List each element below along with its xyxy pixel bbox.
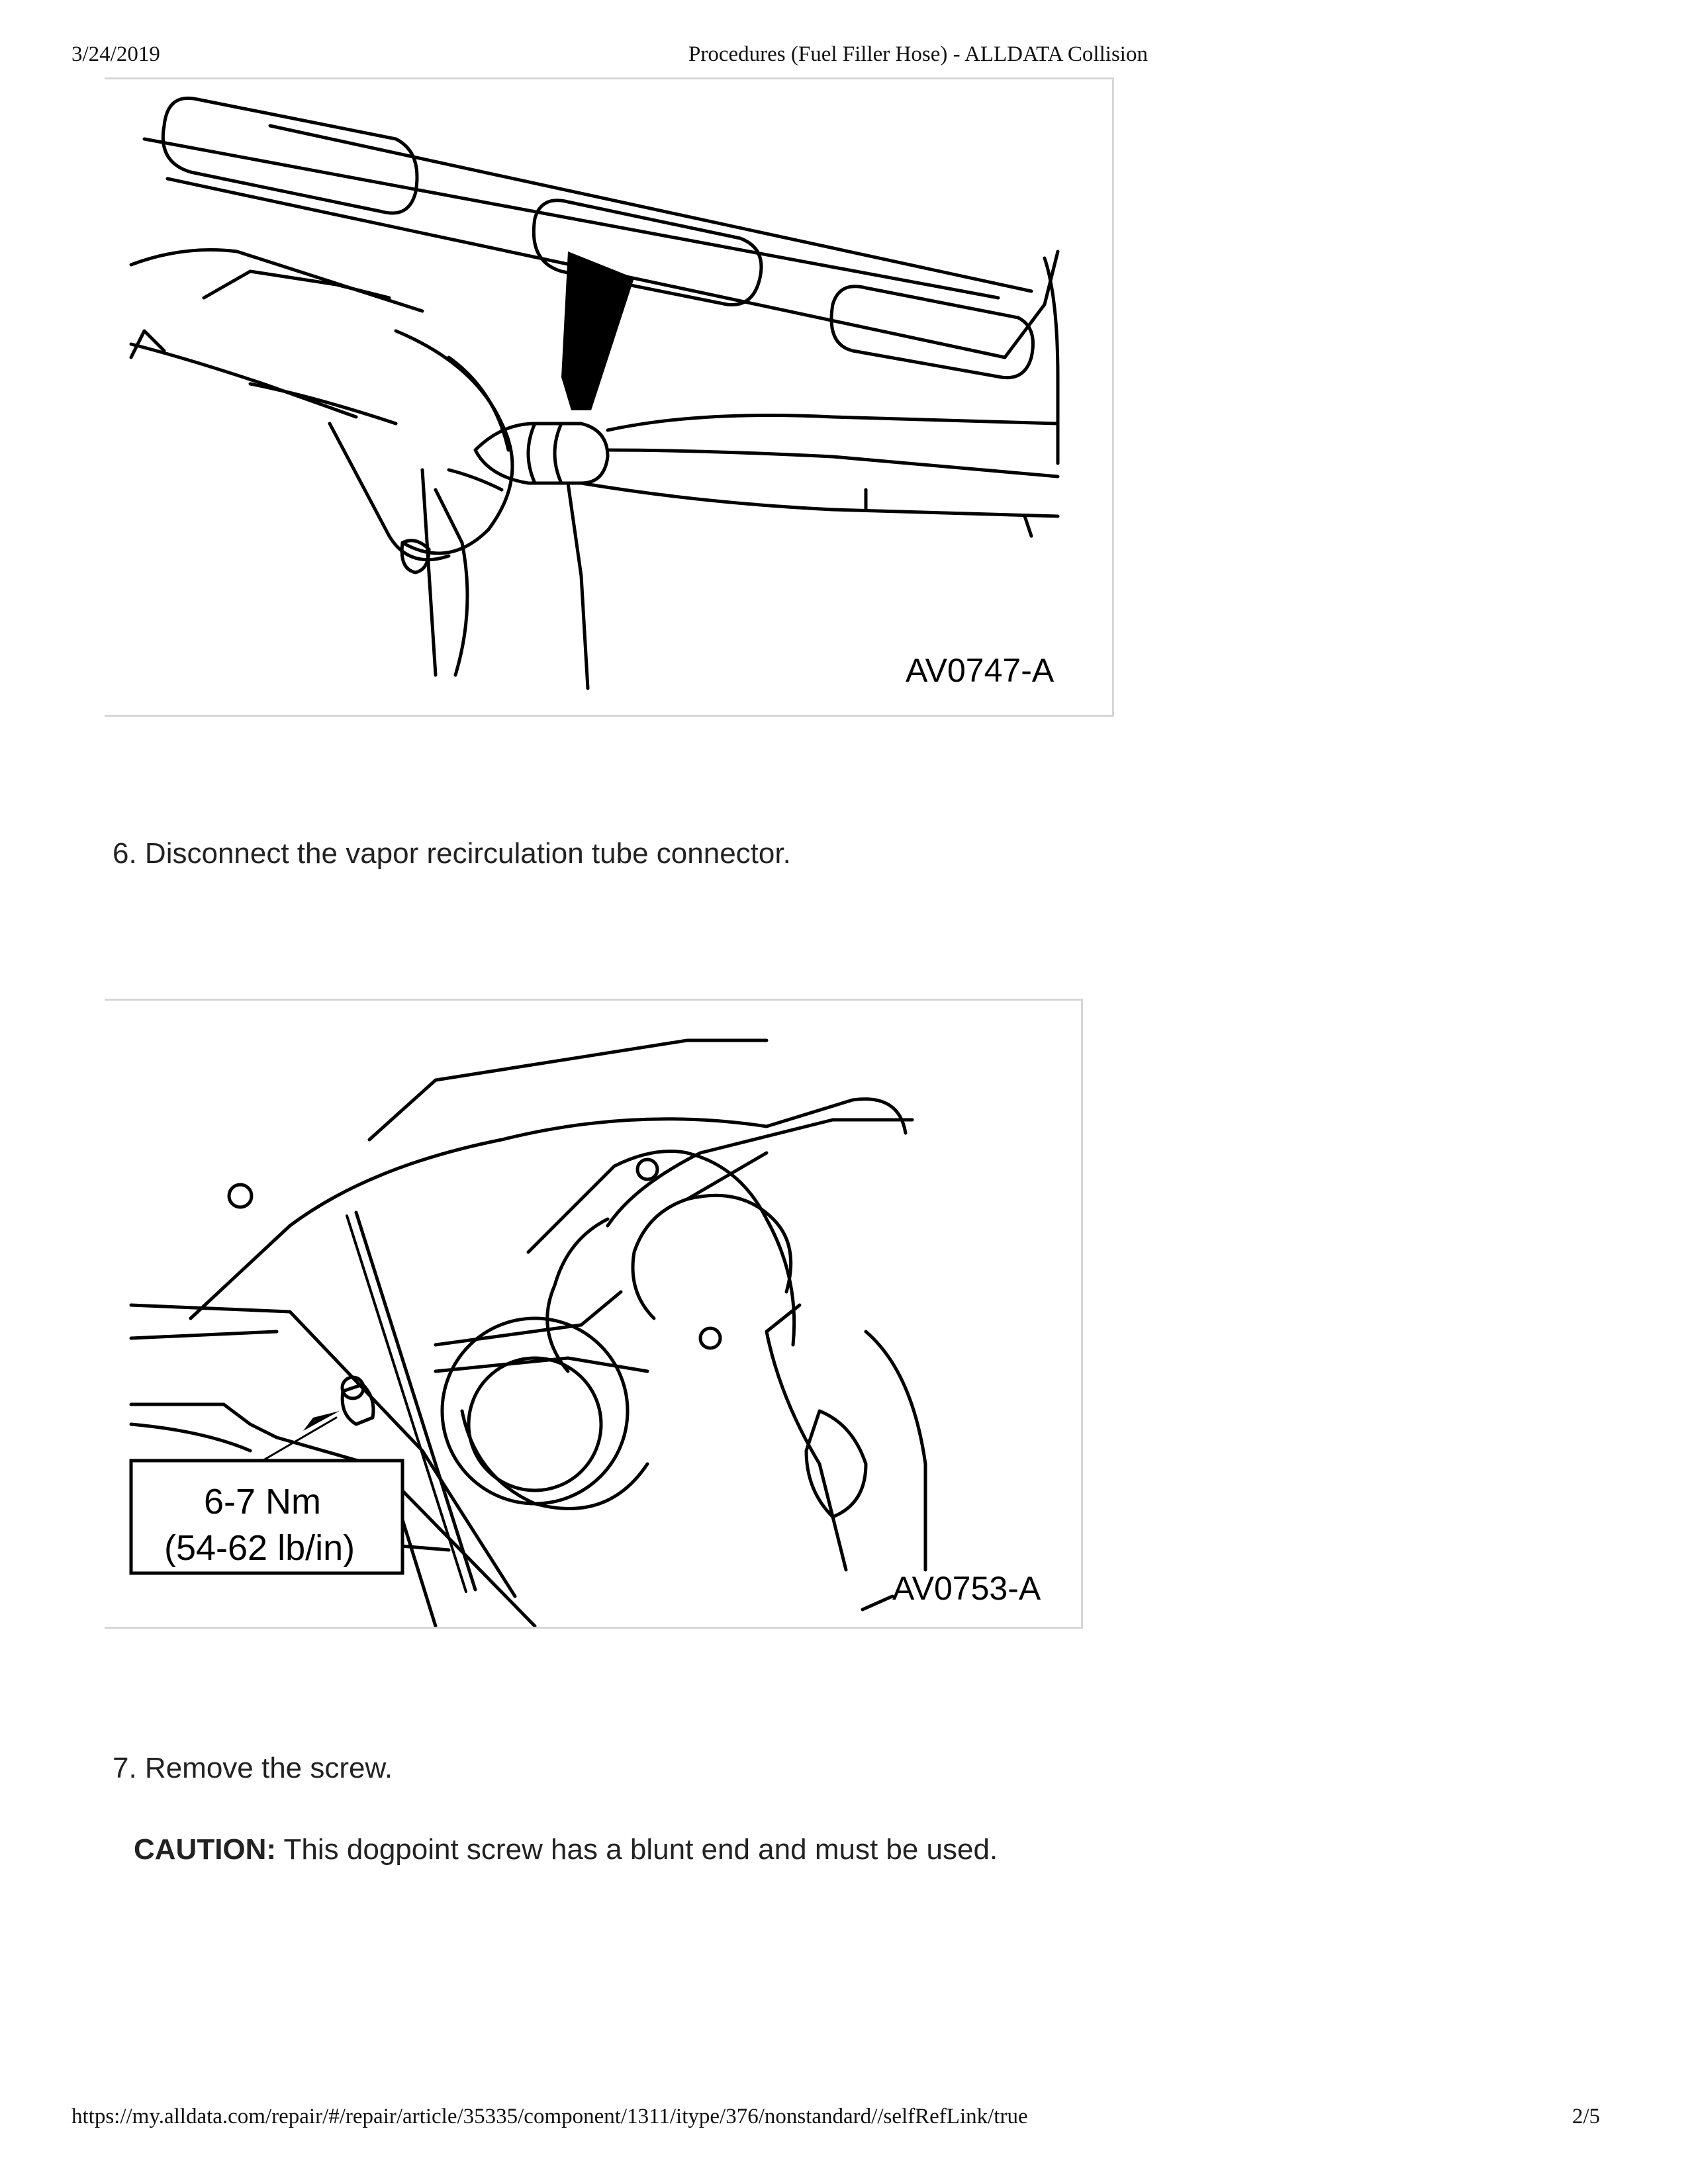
callout-arrow — [561, 251, 634, 410]
torque-line-1: 6-7 Nm — [204, 1482, 321, 1522]
caution-label: CAUTION: — [134, 1833, 277, 1866]
figure-av0747: AV0747-A — [105, 77, 1114, 717]
figure-av0753: 6-7 Nm (54-62 lb/in) AV0753-A — [105, 999, 1083, 1629]
figure-label: AV0753-A — [892, 1570, 1041, 1607]
header-date: 3/24/2019 — [71, 42, 160, 66]
footer-page-number: 2/5 — [1572, 2105, 1601, 2128]
torque-line-2: (54-62 lb/in) — [164, 1528, 355, 1568]
fuel-filler-diagram-1: AV0747-A — [129, 96, 1060, 690]
torque-spec-box — [129, 1459, 404, 1575]
caution-text: This dogpoint screw has a blunt end and … — [276, 1833, 998, 1866]
figure-label: AV0747-A — [906, 652, 1055, 689]
caution-note: CAUTION: This dogpoint screw has a blunt… — [134, 1833, 998, 1866]
footer-url: https://my.alldata.com/repair/#/repair/a… — [71, 2105, 1028, 2128]
step-7: 7. Remove the screw. — [113, 1752, 393, 1784]
step-6: 6. Disconnect the vapor recirculation tu… — [113, 837, 791, 870]
torque-leader-arrow — [303, 1411, 340, 1431]
header-title: Procedures (Fuel Filler Hose) - ALLDATA … — [688, 42, 1148, 66]
fuel-filler-diagram-2: 6-7 Nm (54-62 lb/in) AV0753-A — [129, 1038, 1041, 1627]
